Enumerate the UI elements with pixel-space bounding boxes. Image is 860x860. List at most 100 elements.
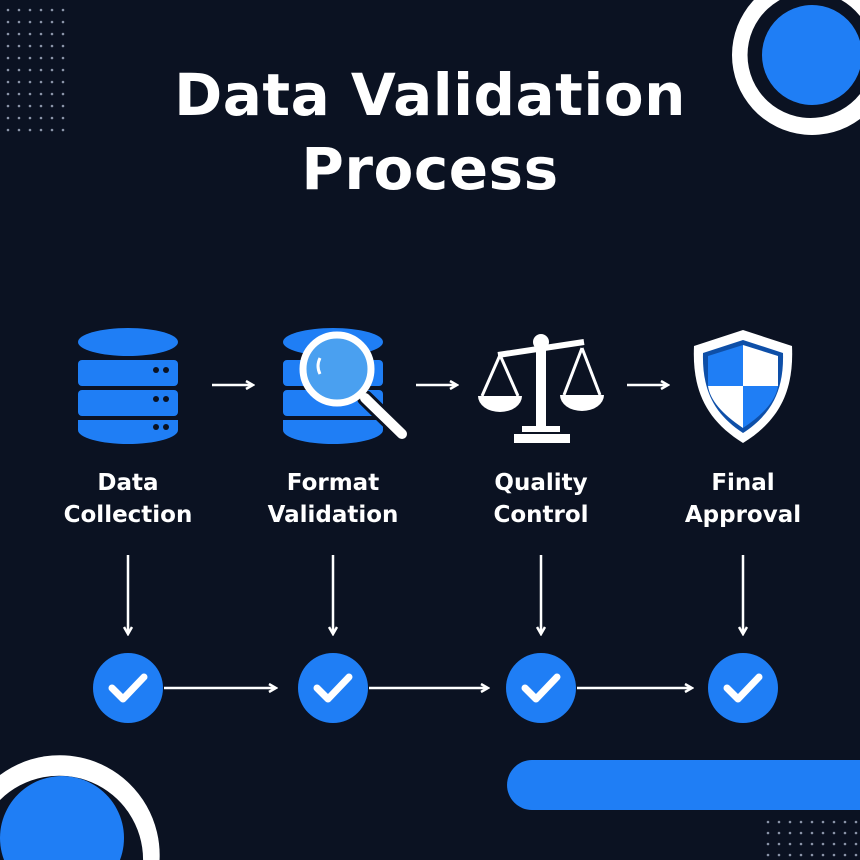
dot bbox=[39, 68, 43, 72]
dot bbox=[61, 32, 65, 36]
dot bbox=[843, 820, 847, 824]
dot bbox=[810, 820, 814, 824]
dot bbox=[61, 8, 65, 12]
ring-decoration-top-right bbox=[732, 0, 860, 135]
dot bbox=[28, 44, 32, 48]
dot bbox=[61, 116, 65, 120]
dot bbox=[61, 44, 65, 48]
dot bbox=[766, 853, 770, 857]
check-circle-icon bbox=[708, 653, 778, 723]
dot-grid-decoration bbox=[766, 820, 858, 857]
step-label-line: Approval bbox=[684, 502, 802, 528]
dot bbox=[28, 128, 32, 132]
dot bbox=[799, 831, 803, 835]
page-title: Data Validation Process bbox=[0, 58, 860, 206]
dot bbox=[28, 56, 32, 60]
check-circle-icon bbox=[93, 653, 163, 723]
dot bbox=[832, 842, 836, 846]
title-line-2: Process bbox=[301, 135, 559, 203]
step-label-line: Validation bbox=[267, 502, 399, 528]
ring-decoration-bottom-left bbox=[0, 755, 160, 860]
dot bbox=[6, 116, 10, 120]
dot bbox=[17, 68, 21, 72]
dot bbox=[17, 8, 21, 12]
shield-icon bbox=[693, 330, 793, 443]
dot bbox=[17, 80, 21, 84]
dot bbox=[6, 104, 10, 108]
dot bbox=[6, 92, 10, 96]
dot bbox=[61, 68, 65, 72]
dot bbox=[832, 853, 836, 857]
dot bbox=[6, 68, 10, 72]
dot bbox=[799, 853, 803, 857]
dot bbox=[810, 831, 814, 835]
dot bbox=[788, 831, 792, 835]
dot bbox=[17, 128, 21, 132]
dot bbox=[39, 128, 43, 132]
dot bbox=[28, 32, 32, 36]
dot bbox=[766, 820, 770, 824]
dot bbox=[17, 104, 21, 108]
database-magnifier-icon bbox=[283, 328, 410, 444]
dot bbox=[777, 820, 781, 824]
dot bbox=[61, 128, 65, 132]
dot bbox=[843, 831, 847, 835]
dot bbox=[788, 820, 792, 824]
dot bbox=[6, 44, 10, 48]
dot bbox=[854, 842, 858, 846]
dot bbox=[17, 92, 21, 96]
dot bbox=[854, 853, 858, 857]
dot bbox=[843, 842, 847, 846]
dot bbox=[788, 842, 792, 846]
dot bbox=[6, 56, 10, 60]
step-label-line: Data bbox=[97, 470, 159, 496]
dot bbox=[39, 80, 43, 84]
dot bbox=[39, 104, 43, 108]
dot bbox=[39, 92, 43, 96]
dot bbox=[50, 80, 54, 84]
dot bbox=[50, 56, 54, 60]
dot bbox=[17, 20, 21, 24]
database-icon bbox=[78, 328, 178, 444]
dot bbox=[821, 853, 825, 857]
dot bbox=[39, 20, 43, 24]
dot bbox=[810, 853, 814, 857]
dot bbox=[6, 8, 10, 12]
dot bbox=[766, 831, 770, 835]
dot bbox=[50, 104, 54, 108]
dot bbox=[832, 820, 836, 824]
dot bbox=[61, 56, 65, 60]
dot bbox=[28, 68, 32, 72]
dot bbox=[821, 842, 825, 846]
step-label-line: Collection bbox=[63, 502, 193, 528]
dot bbox=[50, 32, 54, 36]
step-label-line: Quality bbox=[494, 470, 588, 496]
dot bbox=[28, 8, 32, 12]
flow-arrows bbox=[128, 385, 743, 688]
dot bbox=[17, 116, 21, 120]
dot bbox=[28, 80, 32, 84]
dot bbox=[28, 20, 32, 24]
step-label-line: Format bbox=[286, 470, 380, 496]
dot bbox=[854, 820, 858, 824]
dot bbox=[50, 44, 54, 48]
dot bbox=[810, 842, 814, 846]
dot bbox=[61, 20, 65, 24]
dot bbox=[39, 56, 43, 60]
dot bbox=[50, 68, 54, 72]
dot bbox=[39, 8, 43, 12]
dot bbox=[28, 104, 32, 108]
dot bbox=[50, 8, 54, 12]
dot bbox=[6, 128, 10, 132]
dot bbox=[6, 32, 10, 36]
step-label-line: Control bbox=[493, 502, 589, 528]
dot bbox=[50, 128, 54, 132]
dot bbox=[799, 842, 803, 846]
dot-grid-decoration bbox=[6, 8, 65, 132]
dot bbox=[843, 853, 847, 857]
dot bbox=[28, 92, 32, 96]
dot bbox=[28, 116, 32, 120]
dot bbox=[50, 92, 54, 96]
